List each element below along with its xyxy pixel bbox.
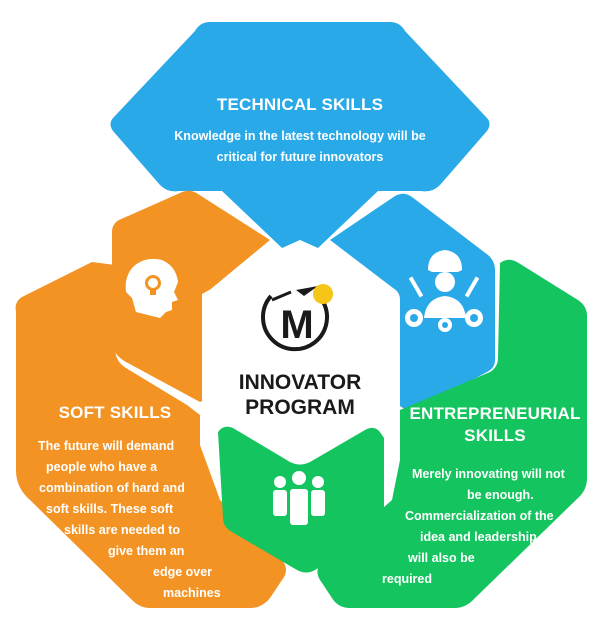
soft-icon-tile [112, 190, 270, 402]
soft-skills-desc-line: people who have a [46, 460, 158, 474]
technical-icon-tile [330, 193, 495, 410]
entrepreneurial-skills-panel [317, 259, 587, 608]
center-hexagon [202, 240, 398, 462]
center-program-title: INNOVATOR PROGRAM [200, 370, 400, 420]
entrepreneurial-skills-desc-line: Merely innovating will not [412, 467, 565, 481]
head-lightbulb-icon [125, 258, 178, 318]
soft-skills-desc-line: The future will demand [38, 439, 175, 453]
technical-skills-desc-line1: Knowledge in the latest technology will … [174, 129, 426, 143]
engineer-gears-icon [405, 250, 483, 332]
soft-skills-desc-line: combination of hard and [39, 481, 185, 495]
technical-skills-panel [110, 22, 490, 248]
entrepreneurial-skills-title-line2: SKILLS [464, 426, 526, 445]
entrepreneurial-skills-desc-line: required [382, 572, 433, 586]
center-title-line1: INNOVATOR [238, 371, 362, 394]
soft-skills-desc-line: machines [163, 586, 221, 600]
entrepreneurial-skills-desc-line: idea and leadership [420, 530, 537, 544]
entrepreneurial-skills-desc-line: be enough. [467, 488, 534, 502]
center-title-line2: PROGRAM [245, 396, 355, 419]
soft-skills-panel [15, 262, 286, 608]
team-people-icon [273, 469, 325, 527]
entrepreneurial-skills-desc-line: will also be [408, 551, 475, 565]
entrepreneurial-skills-title-line1: ENTREPRENEURIAL [409, 404, 581, 423]
m-rocket-logo-icon: M [261, 284, 333, 352]
soft-skills-desc-line: give them an [108, 544, 185, 558]
entrepreneurial-skills-desc-line: Commercialization of the [405, 509, 554, 523]
soft-skills-desc-line: soft skills. These soft [46, 502, 174, 516]
soft-skills-title: SOFT SKILLS [58, 403, 172, 422]
technical-skills-title: TECHNICAL SKILLS [216, 95, 384, 114]
soft-skills-desc-line: skills are needed to [64, 523, 181, 537]
soft-skills-desc-line: edge over [153, 565, 213, 579]
technical-skills-desc-line2: critical for future innovators [216, 150, 384, 164]
svg-text:M: M [280, 303, 313, 347]
